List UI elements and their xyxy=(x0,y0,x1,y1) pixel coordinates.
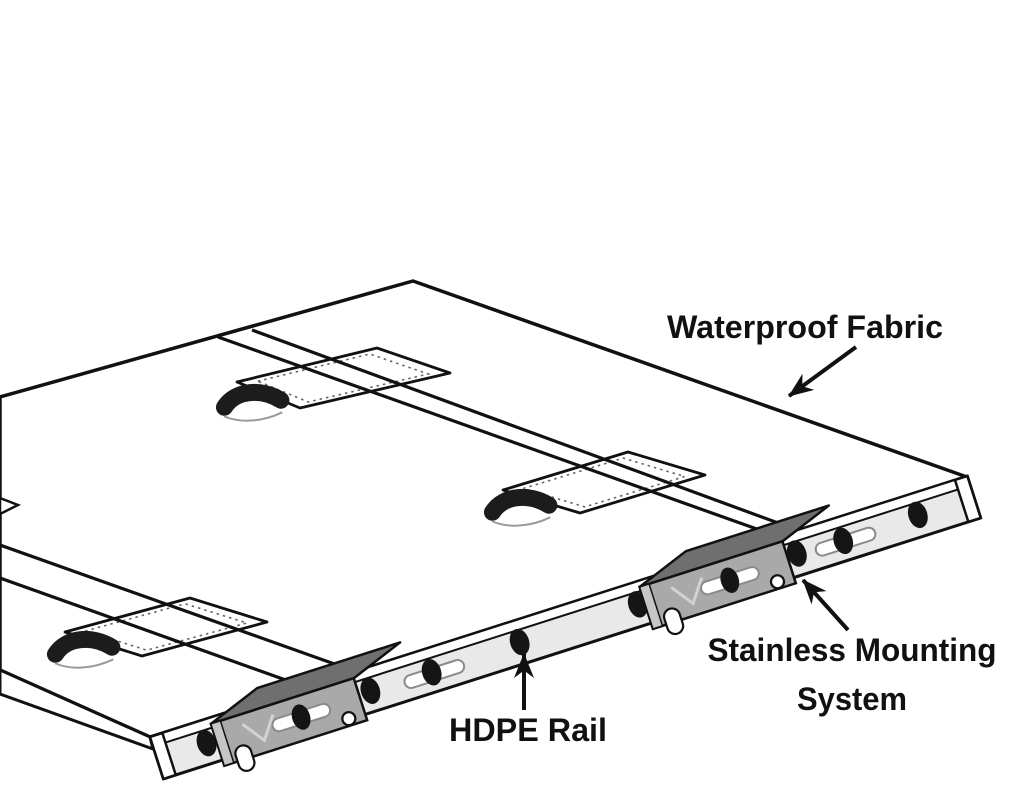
handle-strap-band xyxy=(483,488,558,521)
bracket-hook-cutout xyxy=(662,607,685,636)
rail-fastener xyxy=(509,628,530,656)
webbing-line xyxy=(251,328,801,533)
handle-strap-bottom xyxy=(46,630,121,669)
handle-strap-band xyxy=(46,630,121,663)
fabric-callout-arrow xyxy=(787,345,858,398)
webbing-line xyxy=(0,543,358,674)
handle-strap-top xyxy=(215,383,290,422)
bracket-hook-cutout xyxy=(234,744,256,772)
rail-left-end-cap xyxy=(148,731,178,781)
mounting-bracket-left xyxy=(209,641,402,772)
rail-fastener xyxy=(907,501,928,529)
handle-strap-fold-highlight xyxy=(223,411,283,422)
bracket-fastener xyxy=(291,704,311,730)
rail-fastener xyxy=(196,729,217,757)
webbing-strap-left xyxy=(0,543,358,690)
handle-strap-fold-highlight xyxy=(54,658,114,669)
rail-right-end-cap xyxy=(953,474,983,524)
patch-stitching xyxy=(520,457,688,508)
webbing-line xyxy=(217,335,783,540)
bracket-fold-mark xyxy=(670,577,704,606)
mount-label-line1: Stainless Mounting xyxy=(708,632,997,668)
webbing-strap-right xyxy=(217,328,801,540)
patch-stitching xyxy=(82,602,250,652)
handle-strap-band xyxy=(215,383,290,416)
handle-strap-fold-highlight xyxy=(491,516,551,527)
mounting-bracket-right xyxy=(637,504,831,636)
bracket-fastener xyxy=(720,567,740,593)
reinforcement-patch-left-partial xyxy=(0,496,22,516)
mount-callout-arrow xyxy=(801,578,850,632)
rail-label: HDPE Rail xyxy=(449,712,607,748)
fabric-label: Waterproof Fabric xyxy=(667,309,943,345)
mount-label-line2: System xyxy=(797,681,907,717)
bracket-left-return-edge xyxy=(638,582,664,630)
rail-fastener xyxy=(421,659,442,686)
patch-stitching xyxy=(255,353,432,403)
rail-fastener xyxy=(360,677,381,704)
bracket-hole xyxy=(341,711,357,727)
webbing-line xyxy=(0,576,309,690)
bracket-fold-mark xyxy=(241,714,275,743)
bracket-left-return-edge xyxy=(209,719,235,767)
handle-strap-middle xyxy=(483,488,558,527)
rail-fastener xyxy=(786,540,807,567)
bracket-hole xyxy=(769,574,786,590)
rail-fastener xyxy=(833,527,854,555)
